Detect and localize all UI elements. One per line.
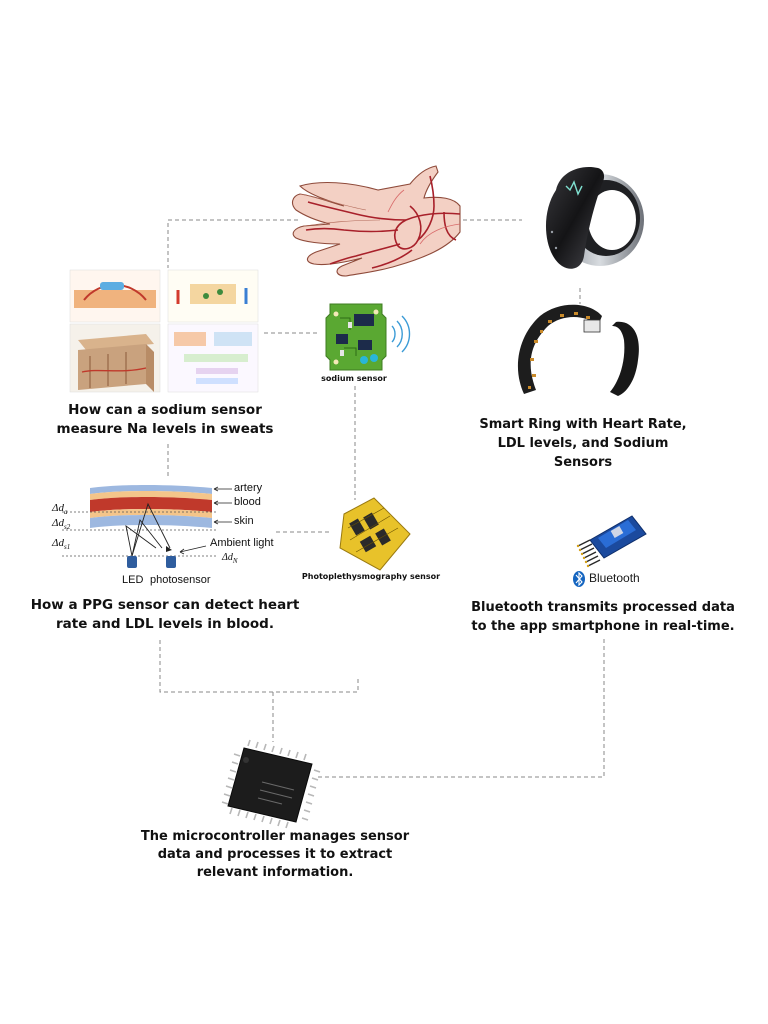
ppg-label-photosensor: photosensor xyxy=(150,574,211,586)
caption-smart-ring: Smart Ring with Heart Rate, LDL levels, … xyxy=(479,417,687,470)
connector-ppg-to-mcu xyxy=(159,640,359,693)
flexible-circuit-icon xyxy=(517,304,639,396)
ppg-label-ambient-light: Ambient light xyxy=(210,537,274,549)
ppg-label-blood: blood xyxy=(234,496,261,508)
sodium-sensor-label: sodium sensor xyxy=(321,374,387,383)
ppg-label-skin: skin xyxy=(234,515,254,527)
hand-vein-icon xyxy=(291,165,461,277)
ppg-label-artery: artery xyxy=(234,482,263,494)
ppg-label-delta-a: Δda xyxy=(52,502,68,517)
ppg-sensor-label: Photoplethysmography sensor xyxy=(301,572,441,581)
bluetooth-logo-spacer xyxy=(572,578,586,579)
connector-hand-to-sodium xyxy=(167,219,298,268)
bluetooth-brand: Bluetooth xyxy=(572,571,640,585)
smart-ring-icon xyxy=(545,166,644,269)
ppg-label-delta-s1: Δds1 xyxy=(52,537,71,552)
ppg-label-delta-n: ΔdN xyxy=(222,552,238,565)
wireless-signal-icon xyxy=(391,315,411,353)
bluetooth-logo-icon xyxy=(573,571,585,587)
caption-microcontroller: The microcontroller manages sensor data … xyxy=(140,829,410,880)
ppg-label-led: LED xyxy=(122,574,144,586)
bluetooth-module-icon xyxy=(576,515,647,568)
microcontroller-chip-icon xyxy=(221,739,321,829)
caption-ppg-sensor: How a PPG sensor can detect heart rate a… xyxy=(30,597,300,632)
caption-sodium-sensor: How can a sodium sensor measure Na level… xyxy=(56,402,274,437)
sodium-research-figure xyxy=(69,269,259,393)
ppg-diagram xyxy=(62,485,232,568)
ppg-sensor-icon xyxy=(339,497,411,571)
connector-mcu-to-bluetooth xyxy=(318,636,605,778)
caption-bluetooth: Bluetooth transmits processed data to th… xyxy=(471,600,735,634)
bluetooth-brand-text: Bluetooth xyxy=(589,571,640,585)
ppg-label-delta-s2: Δds2 xyxy=(52,517,71,532)
connector-lines xyxy=(159,219,605,778)
sodium-sensor-board-icon xyxy=(325,303,387,371)
